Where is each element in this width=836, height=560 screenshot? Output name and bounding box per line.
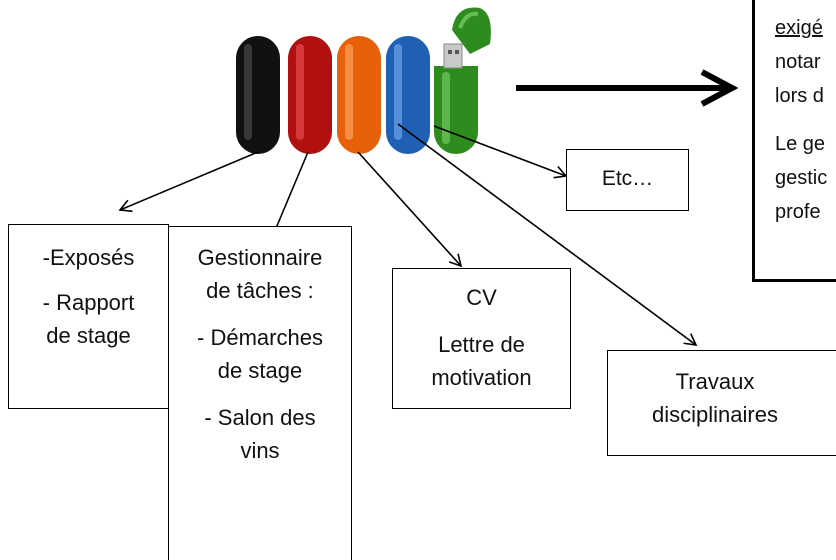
box-cv-line1: CV bbox=[466, 285, 497, 310]
box-cv-line2: Lettre de bbox=[438, 332, 525, 357]
usb-drive-blue bbox=[386, 36, 430, 154]
usb-drive-orange bbox=[337, 36, 381, 154]
arrow-to-exposes bbox=[118, 151, 259, 213]
note-line2: notar bbox=[775, 51, 821, 73]
box-travaux: Travaux disciplinaires bbox=[607, 350, 836, 456]
box-travaux-line1: Travaux bbox=[675, 369, 755, 394]
box-gestionnaire-line4: de stage bbox=[217, 358, 303, 383]
box-etc: Etc… bbox=[566, 149, 689, 211]
box-etc-label: Etc… bbox=[601, 167, 654, 190]
box-cv: CV Lettre de motivation bbox=[392, 268, 571, 409]
arrow-to-cv bbox=[357, 151, 463, 268]
note-line5: gestic bbox=[775, 167, 828, 189]
arrow-to-etc bbox=[433, 125, 568, 179]
box-gestionnaire-line3: - Démarches bbox=[197, 325, 323, 350]
box-exposes-line2: - Rapport bbox=[42, 290, 135, 315]
note-line1: exigé bbox=[775, 17, 823, 39]
box-gestionnaire-line6: vins bbox=[240, 438, 280, 463]
box-cv-line3: motivation bbox=[431, 365, 532, 390]
box-gestionnaire-line1: Gestionnaire bbox=[197, 245, 323, 270]
box-exposes-line3: de stage bbox=[46, 323, 131, 348]
usb-drive-green-open bbox=[434, 7, 491, 154]
usb-drives-illustration bbox=[236, 7, 491, 154]
note-box: exigé notar lors d Le ge gestic profe bbox=[752, 0, 836, 282]
box-travaux-line2: disciplinaires bbox=[652, 402, 778, 427]
box-gestionnaire-line2: de tâches : bbox=[206, 278, 314, 303]
box-gestionnaire-line5: - Salon des bbox=[204, 405, 316, 430]
box-gestionnaire: Gestionnaire de tâches : - Démarches de … bbox=[168, 226, 352, 560]
box-exposes: -Exposés - Rapport de stage bbox=[8, 224, 169, 409]
box-exposes-line1: -Exposés bbox=[42, 245, 135, 270]
arrow-to-travaux bbox=[397, 123, 698, 346]
note-line6: profe bbox=[775, 201, 821, 223]
usb-drive-red bbox=[288, 36, 332, 154]
note-line3: lors d bbox=[775, 85, 824, 107]
note-line4: Le ge bbox=[775, 133, 826, 155]
usb-drive-black bbox=[236, 36, 280, 154]
